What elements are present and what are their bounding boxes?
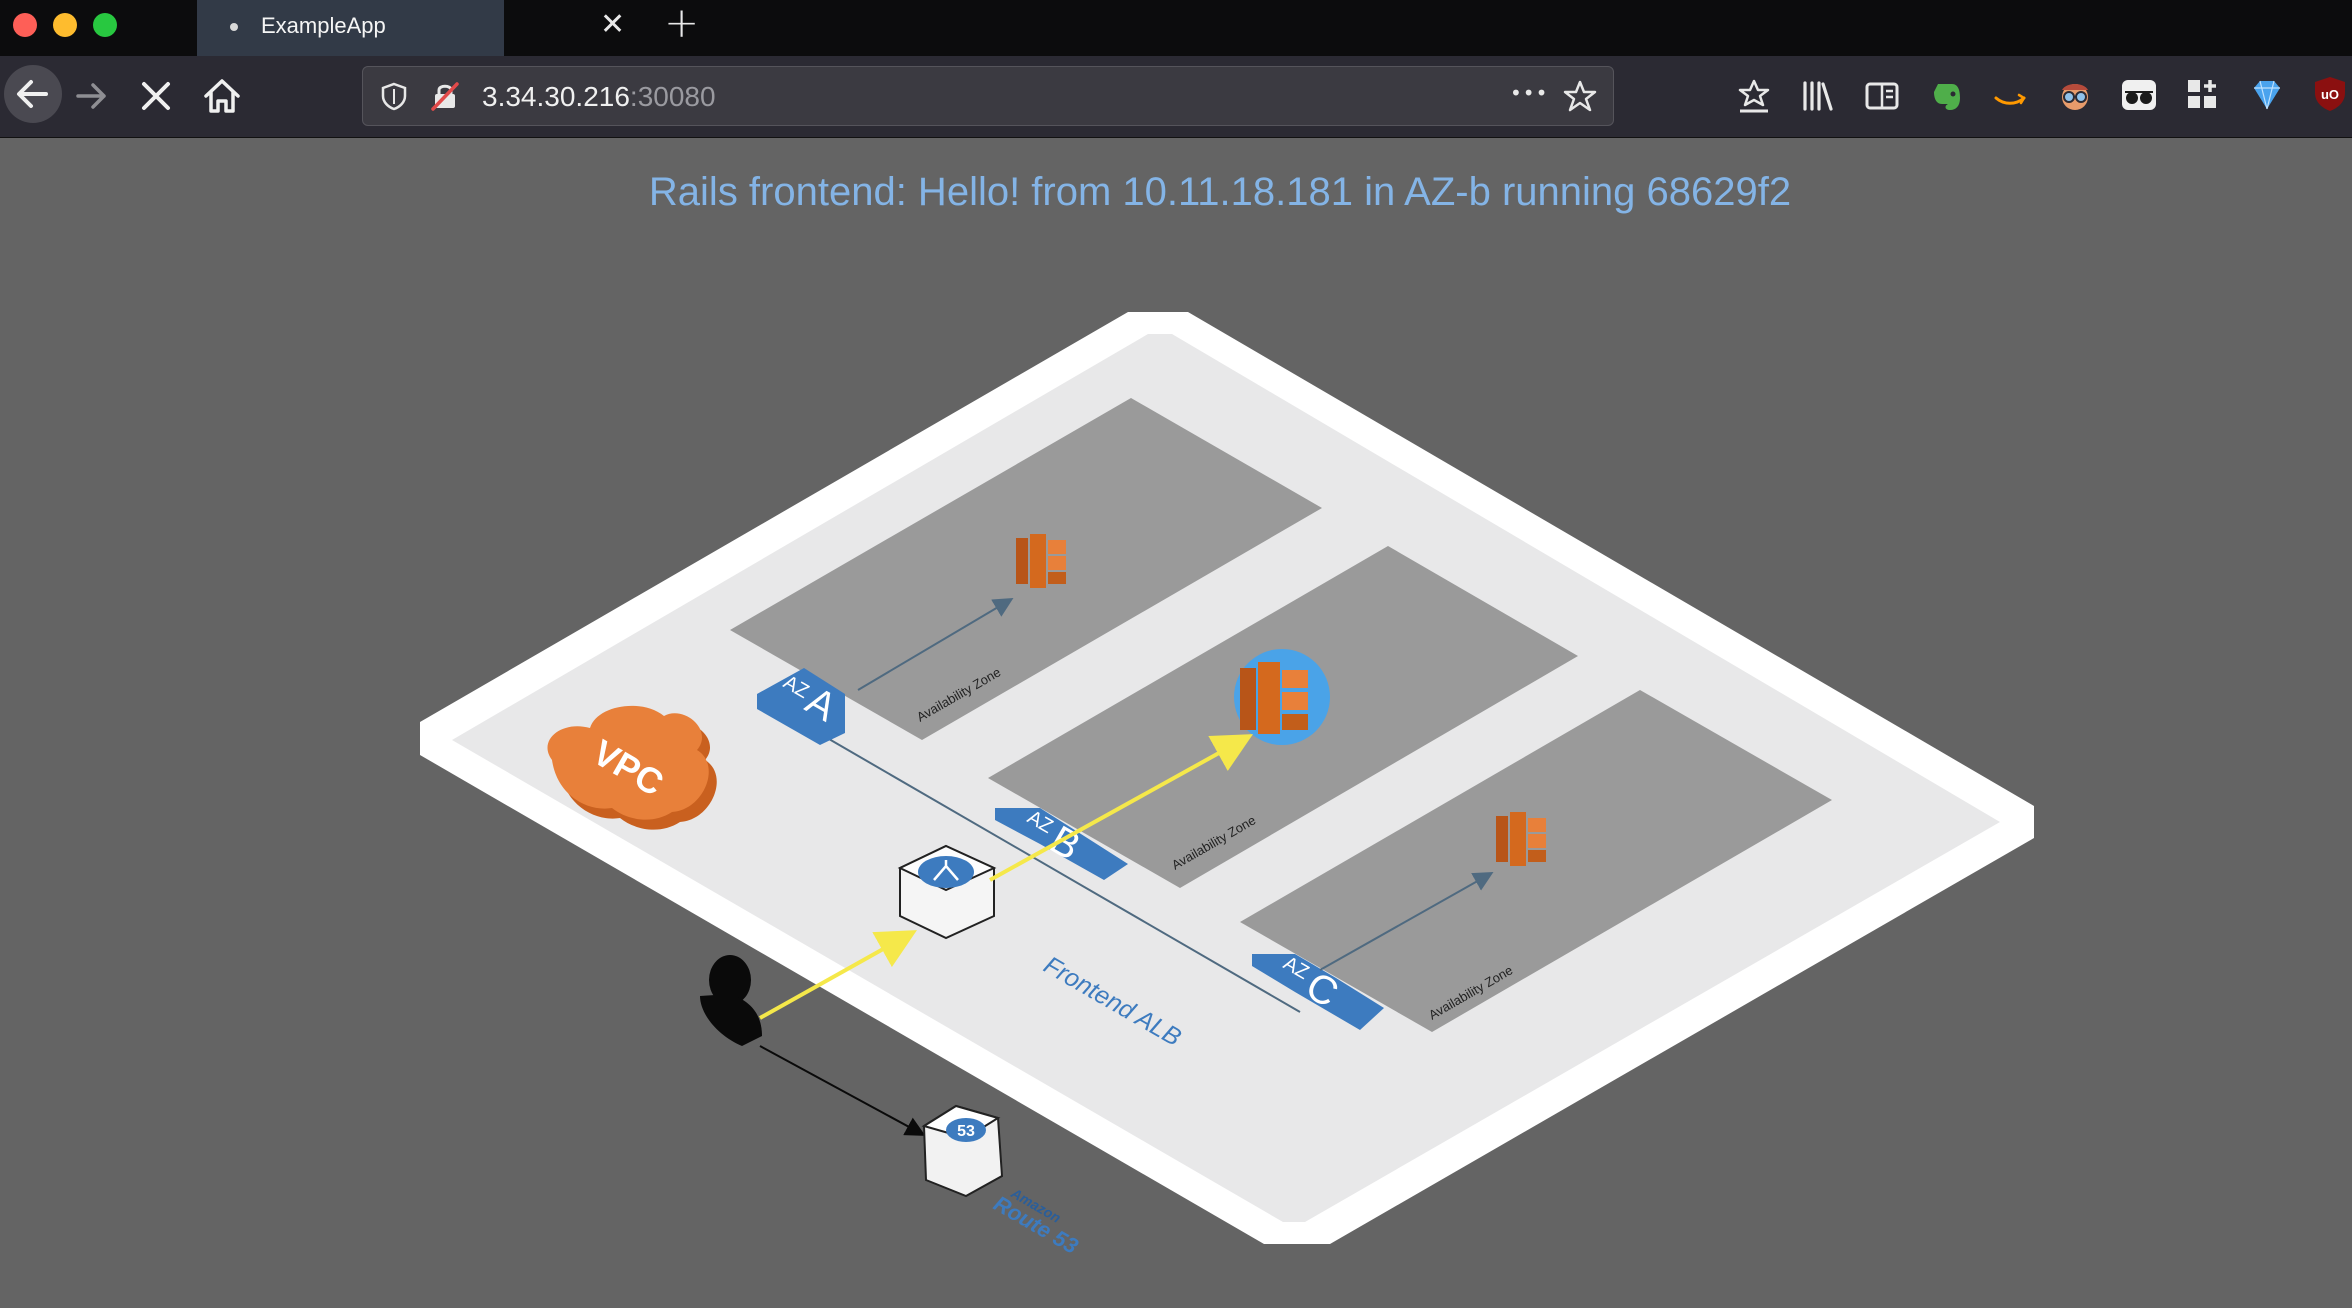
home-icon[interactable] (200, 74, 244, 118)
tab-exampleapp[interactable]: ExampleApp (197, 0, 504, 56)
library-icon[interactable] (1800, 78, 1836, 114)
navigation-toolbar: 3.34.30.216:30080 ••• (0, 56, 2352, 138)
az-a-tag: AZ A (757, 668, 845, 745)
az-b-active-ecs-icon (1234, 649, 1330, 745)
reading-list-icon[interactable] (1736, 78, 1772, 114)
svg-text:uO: uO (2321, 87, 2339, 102)
shield-icon[interactable] (379, 81, 409, 111)
user-to-alb-arrow (759, 930, 917, 1020)
az-c-ecs-icon (1496, 812, 1546, 866)
insecure-lock-icon[interactable] (429, 80, 461, 112)
extensions-icon[interactable] (2184, 76, 2222, 114)
page-heading: Rails frontend: Hello! from 10.11.18.181… (648, 170, 1792, 214)
page-actions-menu-icon[interactable]: ••• (1510, 81, 1549, 105)
amazon-icon[interactable] (1992, 80, 2028, 112)
ublock-icon[interactable]: uO (2310, 74, 2350, 114)
back-button[interactable] (4, 65, 62, 123)
page-content: Rails frontend: Hello! from 10.11.18.181… (0, 138, 2352, 1308)
window-close-button[interactable] (13, 13, 37, 37)
mask-icon[interactable] (2056, 76, 2094, 114)
tab-title: ExampleApp (261, 13, 386, 38)
forward-arrow-icon[interactable] (70, 74, 114, 118)
architecture-diagram: AZ A Availability Zone AZ B Availability… (420, 312, 2034, 1259)
bookmark-star-icon[interactable] (1563, 79, 1597, 113)
gem-icon[interactable] (2248, 76, 2286, 114)
close-tab-icon[interactable]: ✕ (600, 7, 626, 42)
alb-backbone-line (809, 727, 1301, 1013)
glasses-icon[interactable] (2120, 76, 2158, 114)
vpc-cloud-icon: VPC (547, 705, 717, 830)
stop-icon[interactable] (136, 76, 176, 116)
user-icon (700, 955, 762, 1046)
window-zoom-button[interactable] (93, 13, 117, 37)
sidebar-icon[interactable] (1864, 78, 1900, 114)
window-minimize-button[interactable] (53, 13, 77, 37)
alb-icon (897, 844, 997, 940)
route53-icon: 53 (921, 1104, 1004, 1198)
back-arrow-icon (17, 80, 48, 108)
url-bar[interactable]: 3.34.30.216:30080 ••• (362, 66, 1614, 126)
tab-bar: ExampleApp ✕ + (0, 0, 2352, 56)
user-to-route53-arrow (759, 1045, 926, 1136)
evernote-icon[interactable] (1928, 76, 1966, 114)
alb-to-ecs-arrow (989, 734, 1253, 882)
url-text[interactable]: 3.34.30.216:30080 (482, 81, 716, 113)
url-port: :30080 (629, 81, 716, 112)
new-tab-icon[interactable]: + (664, 0, 700, 47)
az-a-ecs-icon (1016, 534, 1066, 588)
url-host: 3.34.30.216 (482, 81, 630, 112)
tab-loading-icon (230, 23, 238, 31)
route53-badge: 53 (957, 1123, 975, 1140)
